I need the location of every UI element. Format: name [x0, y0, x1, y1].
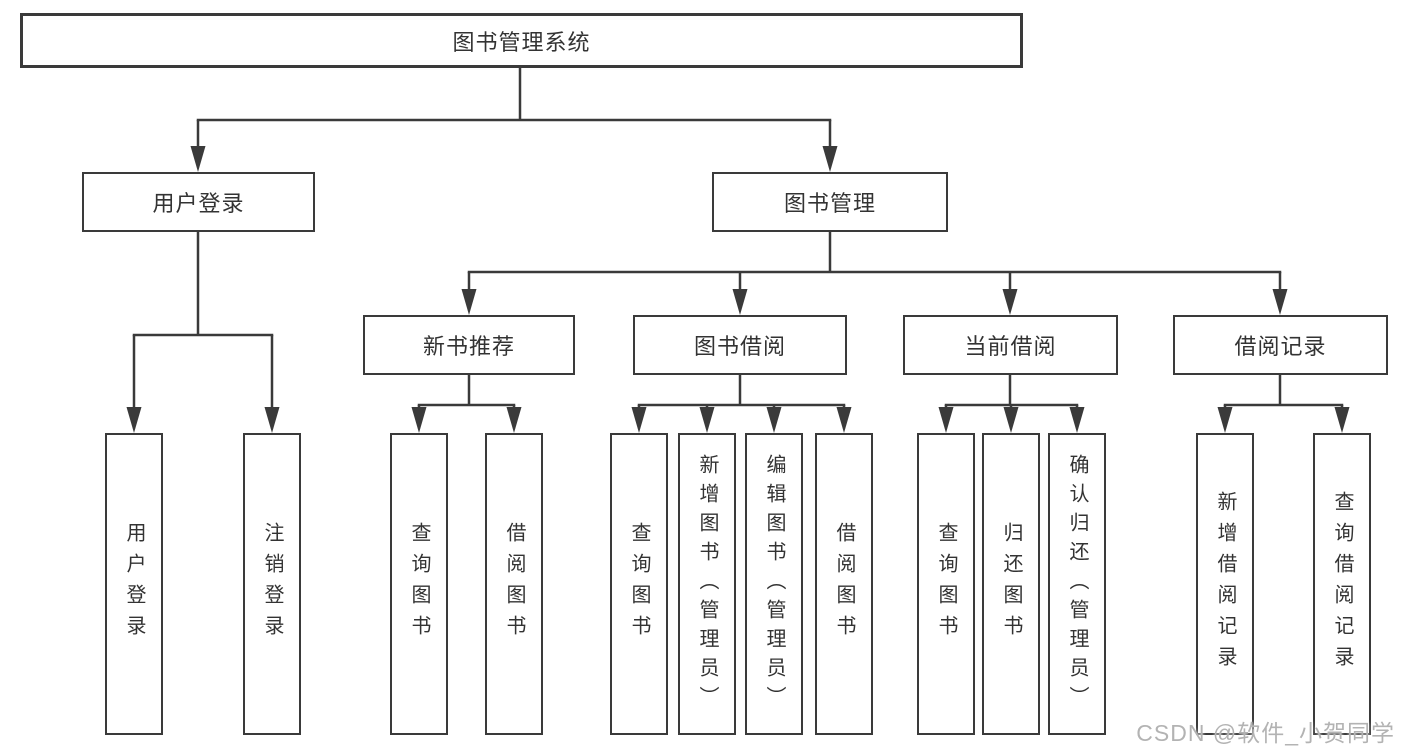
leaf-query-books-current: 查询图书 — [917, 433, 975, 735]
leaf-label: 用户登录 — [123, 522, 145, 646]
node-label: 图书借阅 — [693, 334, 786, 359]
leaf-add-borrow-record: 新增借阅记录 — [1196, 433, 1254, 735]
leaf-query-books-recommend: 查询图书 — [390, 433, 448, 735]
node-borrowing-records: 借阅记录 — [1173, 315, 1388, 375]
node-user-login: 用户登录 — [82, 172, 315, 232]
node-label: 图书管理系统 — [452, 29, 591, 55]
leaf-query-borrow-record: 查询借阅记录 — [1313, 433, 1371, 735]
node-new-book-recommendation: 新书推荐 — [363, 315, 575, 375]
csdn-watermark: CSDN @软件_小贺同学 — [1136, 720, 1395, 746]
leaf-label: 查询图书 — [628, 522, 650, 646]
leaf-label: 借阅图书 — [833, 522, 855, 646]
node-library-management-system: 图书管理系统 — [20, 13, 1023, 68]
leaf-label: 查询图书 — [408, 522, 430, 646]
leaf-label: 新增借阅记录 — [1214, 491, 1236, 677]
leaf-label: 编辑图书（管理员） — [763, 453, 785, 715]
node-label: 新书推荐 — [422, 334, 515, 359]
leaf-label: 新增图书（管理员） — [696, 453, 718, 715]
leaf-add-books-admin: 新增图书（管理员） — [678, 433, 736, 735]
node-label: 借阅记录 — [1234, 334, 1327, 359]
node-book-management: 图书管理 — [712, 172, 948, 232]
node-book-borrowing: 图书借阅 — [633, 315, 847, 375]
leaf-return-books: 归还图书 — [982, 433, 1040, 735]
node-label: 用户登录 — [152, 191, 245, 216]
leaf-label: 确认归还（管理员） — [1066, 453, 1088, 715]
leaf-label: 查询借阅记录 — [1331, 491, 1353, 677]
leaf-query-books-borrow: 查询图书 — [610, 433, 668, 735]
node-label: 图书管理 — [783, 191, 876, 216]
leaf-confirm-return-admin: 确认归还（管理员） — [1048, 433, 1106, 735]
node-current-borrowing: 当前借阅 — [903, 315, 1118, 375]
leaf-user-login: 用户登录 — [105, 433, 163, 735]
node-label: 当前借阅 — [964, 334, 1057, 359]
leaf-label: 借阅图书 — [503, 522, 525, 646]
leaf-label: 注销登录 — [261, 522, 283, 646]
leaf-borrow-books-recommend: 借阅图书 — [485, 433, 543, 735]
leaf-label: 归还图书 — [1000, 522, 1022, 646]
leaf-logout: 注销登录 — [243, 433, 301, 735]
leaf-borrow-books: 借阅图书 — [815, 433, 873, 735]
leaf-label: 查询图书 — [935, 522, 957, 646]
leaf-edit-books-admin: 编辑图书（管理员） — [745, 433, 803, 735]
